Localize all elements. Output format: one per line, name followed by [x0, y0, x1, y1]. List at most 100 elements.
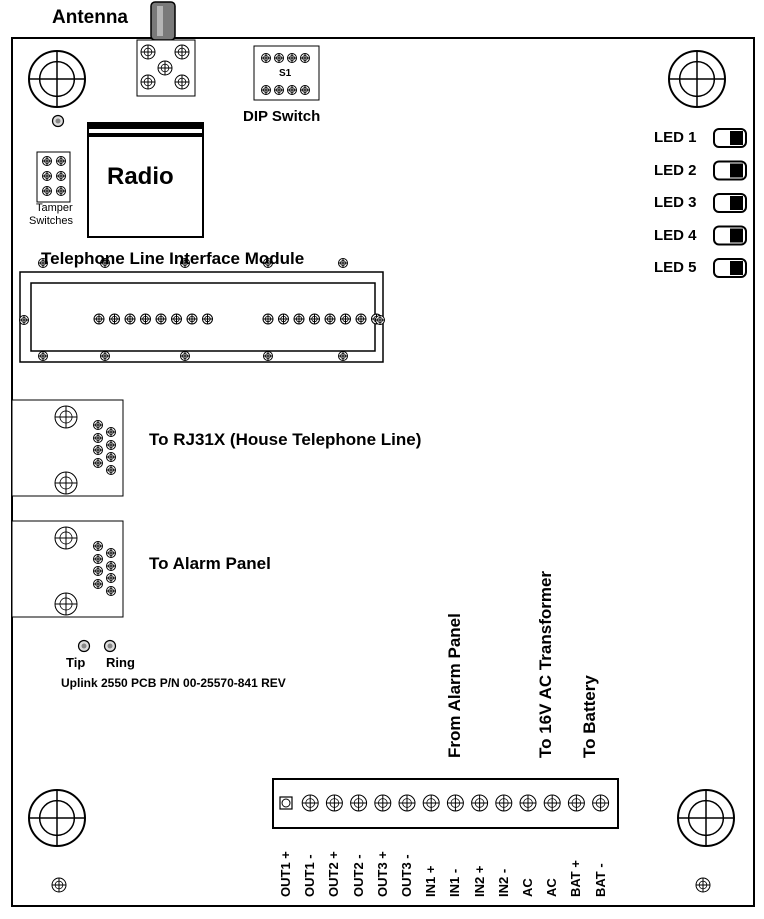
tlim-standoff-icon — [263, 351, 273, 361]
led-label: LED 3 — [654, 194, 697, 211]
dip-pin-icon — [287, 53, 297, 63]
tlim-pin-icon — [93, 313, 105, 325]
rj31x-pin-icon — [93, 433, 103, 443]
tlim-standoff-icon — [180, 258, 190, 268]
terminal-label: AC — [520, 878, 535, 897]
led-icon — [713, 225, 747, 246]
dip-switch-label: DIP Switch — [243, 108, 321, 125]
rj31x-post-icon — [54, 471, 78, 495]
tlim-pin-icon — [293, 313, 305, 325]
led-label: LED 2 — [654, 161, 697, 179]
terminal-screw-icon — [279, 796, 293, 810]
alarm-jack-post-icon — [54, 592, 78, 616]
led-icon — [713, 193, 747, 213]
terminal-label: OUT2 + — [326, 851, 342, 897]
tlim-pin-icon — [186, 313, 198, 325]
tlim-standoff-icon — [100, 258, 110, 268]
tlim-label: Telephone Line Interface Module — [41, 249, 305, 268]
led-label: LED 5 — [654, 259, 697, 276]
terminal-label: IN1 + — [423, 865, 439, 897]
tlim-standoff-icon — [100, 351, 110, 361]
rj31x-pin-icon — [93, 458, 103, 468]
alarm-jack-post-icon — [54, 526, 78, 550]
antenna-screw-icon — [174, 74, 190, 90]
dip-pin-icon — [274, 85, 284, 95]
tamper-pin-icon — [42, 156, 52, 166]
tlim-pin-icon — [340, 313, 351, 325]
alarm-jack-pin-icon — [106, 548, 116, 558]
terminal-strip — [272, 778, 619, 829]
terminal-label: BAT - — [592, 863, 608, 897]
dip-pin-icon — [300, 85, 310, 95]
dip-switch-id: S1 — [279, 68, 292, 79]
to-transformer-label: To 16V AC Transformer — [536, 570, 555, 758]
led-label: LED 4 — [654, 226, 697, 244]
terminal-screw-icon — [398, 794, 416, 812]
tlim-standoff-icon — [38, 258, 48, 268]
small-screw-icon — [51, 877, 67, 893]
alarm-jack-pin-icon — [93, 554, 103, 564]
terminal-label: IN1 - — [447, 868, 463, 897]
alarm-jack-pin-icon — [93, 579, 103, 589]
tamper-pin-icon — [56, 171, 66, 181]
alarm-jack-pin-icon — [93, 541, 103, 551]
terminal-label: BAT + — [568, 860, 584, 897]
tlim-standoff-icon — [19, 315, 29, 325]
dip-pin-icon — [274, 53, 284, 63]
tlim-pin-icon — [355, 313, 367, 325]
dip-pin-icon — [287, 85, 297, 95]
terminal-label: IN2 - — [495, 868, 511, 897]
terminal-label: OUT3 + — [374, 851, 390, 897]
tamper-pin-icon — [42, 171, 52, 181]
tlim-standoff-icon — [180, 351, 190, 361]
terminal-screw-icon — [350, 794, 368, 812]
alarm-panel-label: To Alarm Panel — [149, 554, 271, 573]
rj31x-label: To RJ31X (House Telephone Line) — [149, 430, 422, 449]
terminal-screw-icon — [301, 794, 319, 812]
rj31x-pin-icon — [106, 440, 116, 450]
tlim-standoff-icon — [38, 351, 48, 361]
led-icon — [713, 128, 747, 148]
mounting-hole-icon — [28, 789, 86, 847]
pcb-part-number: Uplink 2550 PCB P/N 00-25570-841 REV — [61, 676, 286, 690]
radio-label: Radio — [107, 163, 174, 190]
terminal-label: OUT2 - — [350, 854, 366, 897]
mounting-hole-icon — [668, 50, 726, 108]
led-icon — [713, 160, 747, 181]
alarm-jack-pin-icon — [93, 566, 103, 576]
terminal-label: IN2 + — [471, 865, 487, 897]
tip-label: Tip — [66, 655, 86, 670]
terminal-screw-icon — [422, 794, 440, 812]
terminal-screw-icon — [567, 794, 585, 812]
tlim-standoff-icon — [263, 258, 273, 268]
terminal-screw-icon — [519, 794, 537, 812]
pad-icon — [51, 114, 65, 128]
tamper-pin-icon — [56, 156, 66, 166]
tlim-standoff-icon — [338, 258, 348, 268]
tlim-pin-icon — [155, 313, 167, 325]
mounting-hole-icon — [677, 789, 735, 847]
to-battery-label: To Battery — [580, 675, 599, 758]
tlim-pin-icon — [124, 313, 136, 325]
terminal-screw-icon — [543, 794, 561, 812]
tlim-pin-icon — [109, 313, 120, 325]
tamper-label-line2: Switches — [29, 215, 74, 227]
tlim-standoff-icon — [375, 315, 385, 325]
antenna-screw-icon — [140, 74, 156, 90]
rj31x-pin-icon — [106, 452, 116, 462]
alarm-jack-pin-icon — [106, 561, 116, 571]
rj31x-pin-icon — [106, 465, 116, 475]
dip-pin-icon — [261, 53, 271, 63]
radio-module — [87, 122, 204, 238]
terminal-screw-icon — [325, 794, 343, 812]
led-label: LED 1 — [654, 129, 697, 146]
alarm-jack-pin-icon — [106, 586, 116, 596]
terminal-label: OUT1 + — [278, 851, 293, 897]
rj31x-pin-icon — [106, 427, 116, 437]
rj31x-post-icon — [54, 405, 78, 429]
dip-pin-icon — [300, 53, 310, 63]
ring-label: Ring — [106, 655, 135, 670]
tlim-pin-icon — [324, 313, 336, 325]
tlim-pin-icon — [278, 313, 289, 325]
